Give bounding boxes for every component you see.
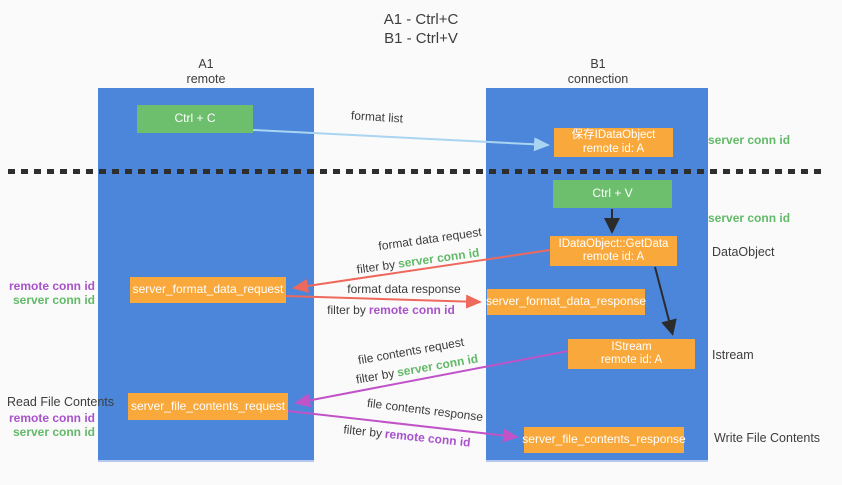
node-save-idataobject-line2: remote id: A [582, 142, 645, 155]
node-server-file-contents-request-label: server_file_contents_request [130, 398, 286, 413]
title-line-2: B1 - Ctrl+V [384, 30, 458, 47]
side-label-istream: Istream [712, 348, 754, 362]
label-filter-by-server-conn-id-1: filter byserver conn id [356, 245, 480, 276]
side-label-remote-conn-id-format: remote conn id [9, 279, 96, 293]
node-server-format-data-response: server_format_data_response [485, 289, 647, 315]
arrow-format-data-response [285, 294, 482, 309]
filter-by-text: filter by [342, 422, 383, 441]
node-server-file-contents-response-label: server_file_contents_response [522, 432, 686, 447]
lifeline-b1-name: B1 [590, 57, 606, 71]
diagram-title: A1 - Ctrl+C B1 - Ctrl+V [0, 10, 842, 48]
remote-conn-id-text: remote conn id [384, 426, 472, 450]
dotted-separator-line [8, 169, 824, 174]
side-label-dataobject: DataObject [712, 245, 775, 259]
node-save-idataobject-line1: 保存IDataObject [571, 129, 656, 141]
node-server-format-data-response-label: server_format_data_response [485, 294, 647, 309]
node-istream-line1: IStream [611, 340, 652, 353]
label-format-data-response: format data response [347, 282, 461, 296]
server-conn-id-text: server conn id [397, 245, 481, 271]
remote-conn-id-text: remote conn id [368, 303, 455, 317]
label-file-contents-response: file contents response [366, 395, 484, 425]
lifeline-header-a1: A1 remote [146, 57, 266, 87]
node-server-file-contents-request: server_file_contents_request [128, 393, 288, 420]
node-istream: IStream remote id: A [568, 339, 695, 369]
side-label-write-file-contents: Write File Contents [714, 431, 821, 445]
lifeline-a1-name: A1 [198, 57, 214, 71]
side-label-server-conn-id-mid: server conn id [708, 211, 791, 225]
node-server-format-data-request: server_format_data_request [130, 277, 286, 303]
node-ctrl-c: Ctrl + C [137, 105, 253, 133]
node-save-idataobject: 保存IDataObject remote id: A [554, 128, 673, 157]
side-label-server-conn-id-file: server conn id [12, 425, 95, 439]
side-label-read-file-contents: Read File Contents [7, 395, 115, 409]
lifeline-a1-role: remote [186, 72, 226, 86]
node-server-format-data-request-label: server_format_data_request [132, 282, 284, 297]
lifeline-header-b1: B1 connection [538, 57, 658, 87]
node-getdata-line1: IDataObject::GetData [558, 237, 669, 250]
side-label-server-conn-id-top: server conn id [708, 133, 791, 147]
node-idataobject-getdata: IDataObject::GetData remote id: A [550, 236, 677, 266]
title-line-1: A1 - Ctrl+C [383, 11, 459, 28]
side-label-remote-conn-id-file: remote conn id [9, 411, 96, 425]
node-ctrl-c-label: Ctrl + C [174, 111, 216, 126]
filter-by-text: filter by [327, 303, 366, 317]
filter-by-text: filter by [354, 366, 396, 387]
node-server-file-contents-response: server_file_contents_response [522, 427, 686, 453]
node-getdata-line2: remote id: A [582, 251, 645, 263]
node-ctrl-v: Ctrl + V [553, 180, 672, 208]
side-label-server-conn-id-format: server conn id [12, 293, 95, 307]
filter-by-text: filter by [355, 257, 397, 277]
label-format-list: format list [350, 108, 404, 126]
node-ctrl-v-label: Ctrl + V [592, 186, 633, 201]
node-istream-line2: remote id: A [600, 354, 663, 366]
lifeline-b1-role: connection [567, 72, 629, 86]
